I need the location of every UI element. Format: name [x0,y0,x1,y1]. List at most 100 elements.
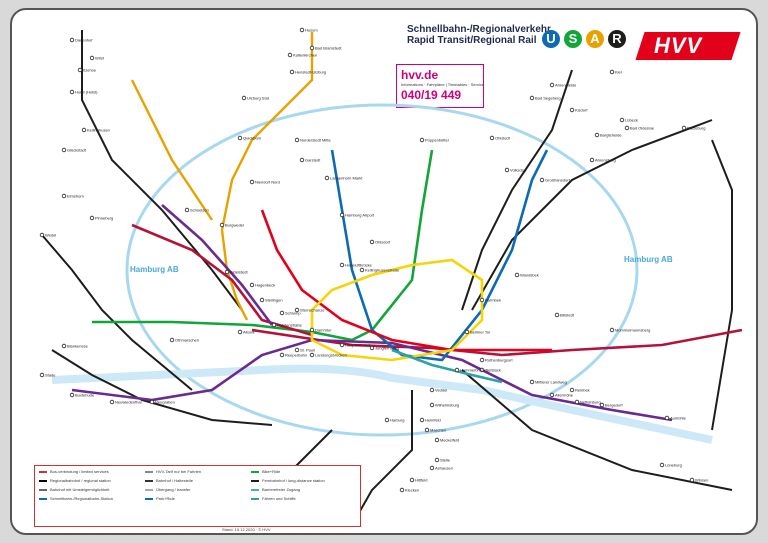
station-label: Itzehoe [83,68,97,73]
station-marker[interactable] [61,193,67,199]
station-marker[interactable] [399,487,405,493]
legend-item: Barrierefreier Zugang [251,487,351,492]
station-marker[interactable] [89,215,95,221]
station-marker[interactable] [339,262,345,268]
station-marker[interactable] [549,392,555,398]
station-label: Rothenburgsort [485,358,513,363]
station-marker[interactable] [309,352,315,358]
station-label: Kellinghusen [87,128,110,133]
station-marker[interactable] [369,345,375,351]
station-marker[interactable] [61,147,67,153]
station-marker[interactable] [384,417,390,423]
station-marker[interactable] [539,177,545,183]
station-marker[interactable] [69,89,75,95]
station-marker[interactable] [681,125,687,131]
station-marker[interactable] [479,297,485,303]
station-marker[interactable] [594,132,600,138]
station-marker[interactable] [549,82,555,88]
legend-item: Regionalbahnhof / regional station [39,478,139,483]
station-marker[interactable] [287,52,293,58]
station-marker[interactable] [434,437,440,443]
station-label: Volksdorf [510,168,527,173]
station-marker[interactable] [464,329,470,335]
network-map[interactable]: Hamburg AB Hamburg AB [12,10,758,535]
station-marker[interactable] [69,37,75,43]
station-marker[interactable] [479,367,485,373]
station-label: Ulzburg Süd [247,96,269,101]
station-marker[interactable] [89,55,95,61]
station-marker[interactable] [589,157,595,163]
station-marker[interactable] [339,212,345,218]
station-marker[interactable] [294,347,300,353]
station-marker[interactable] [429,402,435,408]
station-marker[interactable] [479,357,485,363]
line-s31 [161,204,274,326]
station-marker[interactable] [599,402,605,408]
transit-map-sheet: Schnellbahn-/Regionalverkehr Rapid Trans… [10,8,758,535]
station-marker[interactable] [454,367,460,373]
station-marker[interactable] [77,67,83,73]
station-marker[interactable] [237,329,243,335]
station-marker[interactable] [419,417,425,423]
station-marker[interactable] [504,167,510,173]
station-marker[interactable] [609,327,615,333]
station-marker[interactable] [689,477,695,483]
station-label: Mümmelmannsberg [615,328,650,333]
station-marker[interactable] [219,222,225,228]
station-marker[interactable] [659,462,665,468]
station-marker[interactable] [224,269,230,275]
station-marker[interactable] [109,399,115,405]
station-marker[interactable] [434,457,440,463]
station-marker[interactable] [259,297,265,303]
website-link[interactable]: hvv.de [401,68,439,82]
station-marker[interactable] [299,27,305,33]
station-marker[interactable] [289,69,295,75]
station-marker[interactable] [271,322,277,328]
station-marker[interactable] [299,157,305,163]
station-marker[interactable] [169,337,175,343]
station-marker[interactable] [609,69,615,75]
station-marker[interactable] [149,399,155,405]
station-marker[interactable] [574,399,580,405]
station-marker[interactable] [339,342,345,348]
station-marker[interactable] [241,95,247,101]
station-label: Poppenbüttel [425,138,449,143]
station-marker[interactable] [409,477,415,483]
station-marker[interactable] [237,135,243,141]
station-marker[interactable] [279,352,285,358]
station-marker[interactable] [279,310,285,316]
station-marker[interactable] [39,372,45,378]
station-marker[interactable] [324,175,330,181]
station-marker[interactable] [569,387,575,393]
station-marker[interactable] [61,343,67,349]
station-marker[interactable] [294,137,300,143]
station-marker[interactable] [369,239,375,245]
station-marker[interactable] [359,267,365,273]
station-marker[interactable] [249,282,255,288]
legend-swatch [251,470,259,473]
station-marker[interactable] [529,379,535,385]
station-marker[interactable] [294,307,300,313]
station-marker[interactable] [619,117,625,123]
station-marker[interactable] [489,135,495,141]
station-marker[interactable] [424,427,430,433]
line-u4 [391,348,503,384]
station-marker[interactable] [624,125,630,131]
station-marker[interactable] [249,179,255,185]
station-marker[interactable] [529,95,535,101]
station-marker[interactable] [39,232,45,238]
station-marker[interactable] [514,272,520,278]
station-marker[interactable] [309,45,315,51]
station-marker[interactable] [309,327,315,333]
station-marker[interactable] [664,415,670,421]
station-marker[interactable] [419,137,425,143]
station-marker[interactable] [81,127,87,133]
station-marker[interactable] [429,387,435,393]
station-marker[interactable] [184,207,190,213]
station-label: Kaltenkirchen [293,53,317,58]
station-marker[interactable] [554,312,560,318]
station-marker[interactable] [69,392,75,398]
elbe-river [51,364,713,444]
station-marker[interactable] [569,107,575,113]
station-marker[interactable] [429,465,435,471]
